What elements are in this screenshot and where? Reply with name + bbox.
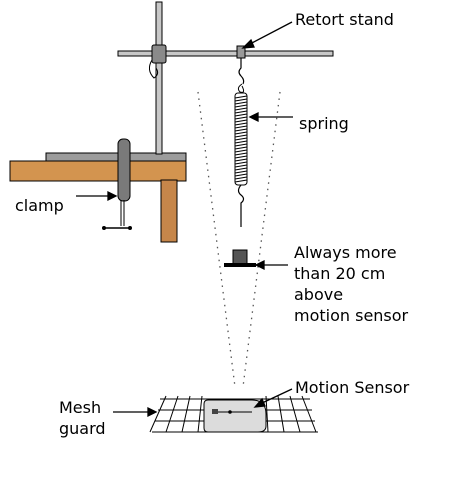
spring-coil — [234, 164, 248, 168]
cone-right — [242, 91, 281, 388]
spring-coil — [234, 146, 248, 150]
label-distance-line-1: Always more — [294, 243, 397, 262]
spring-coil — [234, 179, 248, 183]
label-distance-line-3: above — [294, 285, 343, 304]
hook — [236, 45, 246, 85]
label-distance-line-4: motion sensor — [294, 306, 409, 325]
arrow-mass-head — [254, 259, 265, 271]
label-mesh-guard-line-1: Mesh — [59, 398, 101, 417]
arrow-mesh-guard-head — [147, 406, 158, 418]
label-mesh-guard-line-2: guard — [59, 419, 106, 438]
spring-coil — [234, 104, 248, 108]
spring-coil — [234, 95, 248, 99]
spring-coil — [234, 134, 248, 138]
spring-coil — [234, 161, 248, 165]
spring-coil — [234, 107, 248, 111]
motion-sensor-port — [212, 409, 218, 414]
spring-coil — [234, 131, 248, 135]
arrow-clamp-head — [107, 190, 118, 202]
clamp-handle-end-left — [102, 226, 106, 230]
spring-coil — [234, 155, 248, 159]
spring-coil — [234, 116, 248, 120]
spring-coils — [234, 95, 248, 183]
spring-top-loop — [237, 83, 245, 93]
arrow-motion-sensor — [259, 388, 293, 405]
spring-coil — [234, 170, 248, 174]
motion-sensor — [203, 399, 267, 433]
spring-coil — [234, 152, 248, 156]
spring-coil — [234, 173, 248, 177]
arrow-motion-sensor-head — [253, 397, 266, 408]
bench — [9, 152, 187, 243]
arrow-retort-stand — [247, 21, 293, 46]
hook-loop — [238, 58, 245, 85]
spring-coil — [234, 149, 248, 153]
boss-head — [151, 44, 167, 64]
spring-coil — [234, 137, 248, 141]
retort-stand-arm — [117, 50, 334, 57]
spring-coil — [234, 122, 248, 126]
motion-sensor-body — [203, 399, 267, 433]
bench-leg — [160, 179, 178, 243]
label-retort-stand: Retort stand — [295, 10, 394, 29]
label-motion-sensor: Motion Sensor — [295, 378, 410, 397]
spring-coil — [234, 101, 248, 105]
arrow-spring-head — [248, 111, 259, 123]
spring-coil — [234, 158, 248, 162]
clamp-assembly — [102, 138, 132, 230]
cone-left — [197, 91, 236, 388]
spring — [234, 83, 248, 227]
retort-stand-rod — [155, 1, 163, 155]
spring-coil — [234, 113, 248, 117]
spring-bottom-loop — [237, 184, 245, 227]
spring-coil — [234, 167, 248, 171]
label-clamp: clamp — [15, 196, 64, 215]
spring-coil — [234, 110, 248, 114]
clamp-handle-end-right — [128, 226, 132, 230]
mass-base — [224, 263, 256, 267]
motion-sensor-dot — [228, 410, 232, 414]
spring-coil — [234, 140, 248, 144]
spring-coil — [234, 125, 248, 129]
label-spring: spring — [299, 114, 349, 133]
clamp-body — [117, 138, 131, 202]
spring-coil — [234, 176, 248, 180]
spring-coil — [234, 98, 248, 102]
arrows — [76, 21, 293, 418]
spring-coil — [234, 119, 248, 123]
spring-coil — [234, 143, 248, 147]
spring-coil — [234, 128, 248, 132]
bench-top — [9, 160, 187, 182]
label-distance-line-2: than 20 cm — [294, 264, 385, 283]
boss-screw — [148, 59, 159, 79]
arrow-retort-stand-head — [241, 38, 255, 49]
mass-block — [232, 249, 248, 265]
mass — [224, 249, 256, 267]
